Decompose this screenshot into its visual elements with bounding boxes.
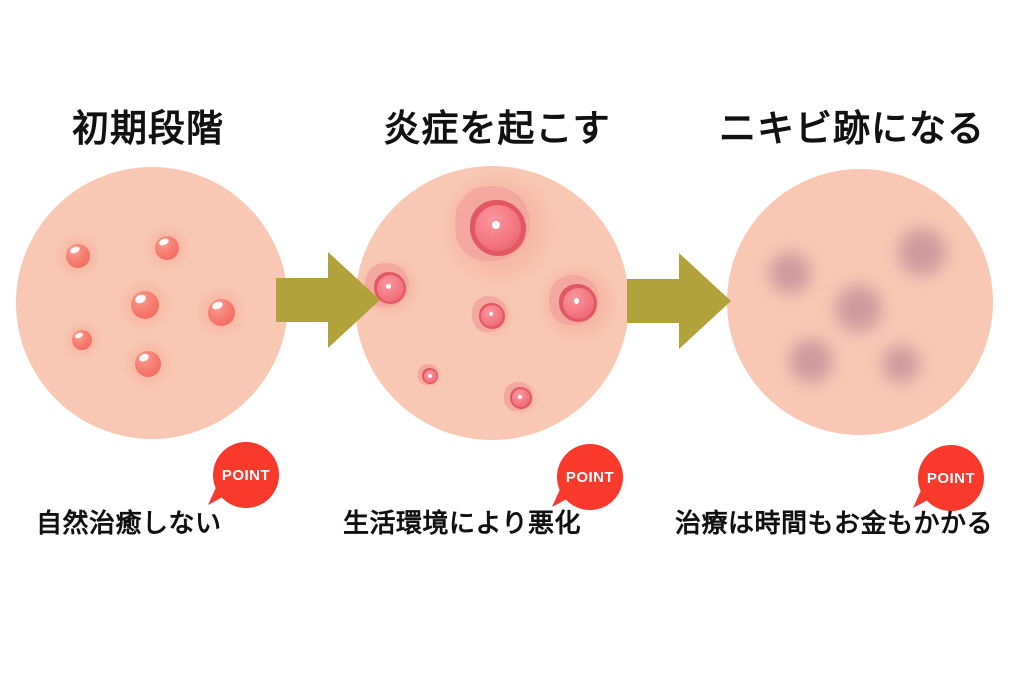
- point-badge-label: POINT: [565, 468, 615, 486]
- scar-spot: [769, 252, 811, 294]
- pimple-highlight: [428, 373, 433, 378]
- pimple-highlight: [518, 395, 523, 400]
- pimple-highlight: [386, 283, 392, 289]
- pimple: [66, 244, 90, 268]
- inflamed-pimple: [376, 274, 404, 302]
- inflamed-pimple: [423, 369, 437, 383]
- right-arrow-icon: [276, 252, 380, 348]
- pimple-highlight: [488, 312, 493, 317]
- point-badge-3: POINT: [913, 445, 984, 511]
- scar-spot: [789, 339, 833, 383]
- pimple-highlight: [134, 292, 148, 304]
- point-badge-2: POINT: [552, 444, 623, 510]
- pimple-highlight: [491, 220, 500, 229]
- pimple: [135, 351, 161, 377]
- pimple-highlight: [210, 300, 224, 312]
- scar-spot: [898, 228, 946, 276]
- pimple: [131, 291, 159, 319]
- pimple-highlight: [573, 298, 580, 304]
- point-badge-label: POINT: [926, 469, 976, 487]
- right-arrow-icon: [627, 253, 731, 349]
- inflamed-pimple: [481, 305, 503, 327]
- inflamed-pimple: [475, 205, 521, 251]
- pimple: [207, 298, 235, 326]
- stage-caption-inflamed: 生活環境により悪化: [343, 508, 581, 538]
- point-badge-label: POINT: [221, 466, 271, 484]
- point-badge-1: POINT: [208, 442, 279, 508]
- pimple-highlight: [137, 352, 151, 364]
- pimple-highlight: [157, 237, 170, 248]
- scar-spot: [834, 284, 882, 332]
- inflamed-pimple: [562, 287, 594, 319]
- scar-spot: [882, 345, 920, 383]
- pimple-highlight: [74, 331, 84, 340]
- stage-caption-scarring: 治療は時間もお金もかかる: [675, 508, 994, 538]
- inflamed-pimple: [512, 389, 530, 407]
- stage-title-scarring: ニキビ跡になる: [719, 108, 985, 149]
- pimple-highlight: [68, 245, 81, 256]
- stage-title-inflamed: 炎症を起こす: [383, 108, 611, 149]
- stage-caption-initial: 自然治癒しない: [36, 508, 222, 538]
- stage-title-initial: 初期段階: [72, 108, 224, 149]
- pimple: [72, 330, 92, 350]
- pimple: [155, 236, 179, 260]
